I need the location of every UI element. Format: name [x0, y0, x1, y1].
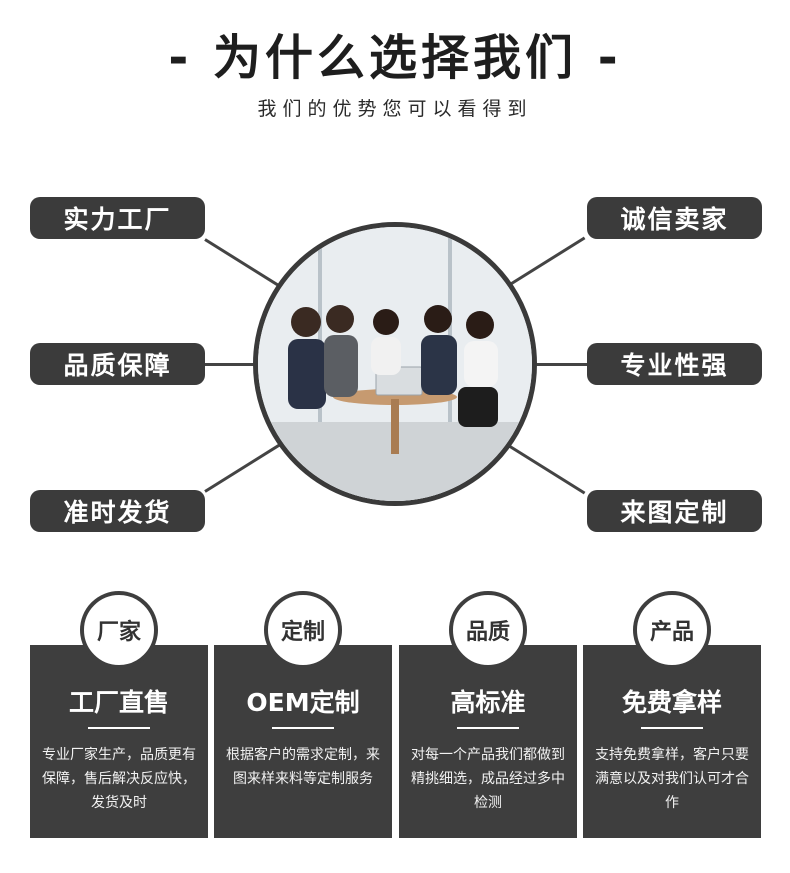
- card-heading: 免费拿样: [621, 688, 722, 717]
- page-title: - 为什么选择我们 -: [168, 30, 622, 86]
- card-divider: [88, 727, 150, 729]
- card-oem-custom: OEM定制 根据客户的需求定制，来图来样来料等定制服务: [214, 645, 392, 838]
- advantage-professional: 专业性强: [587, 343, 762, 385]
- card-high-standard: 高标准 对每一个产品我们都做到精挑细选，成品经过多中检测: [399, 645, 577, 838]
- card-divider: [641, 727, 703, 729]
- card-factory-direct: 工厂直售 专业厂家生产，品质更有保障，售后解决反应快，发货及时: [30, 645, 208, 838]
- badge-custom: 定制: [264, 591, 342, 669]
- connector-left-middle: [205, 363, 260, 366]
- advantage-custom-design: 来图定制: [587, 490, 762, 532]
- card-heading: OEM定制: [246, 688, 360, 717]
- team-meeting-photo: [253, 222, 537, 506]
- team-meeting-illustration: [258, 227, 532, 501]
- connector-right-top: [509, 236, 586, 286]
- card-free-samples: 免费拿样 支持免费拿样，客户只要满意以及对我们认可才合作: [583, 645, 761, 838]
- card-description: 对每一个产品我们都做到精挑细选，成品经过多中检测: [411, 747, 565, 811]
- card-heading: 高标准: [450, 688, 526, 717]
- page-subtitle: 我们的优势您可以看得到: [257, 98, 533, 120]
- connector-right-middle: [530, 363, 587, 366]
- card-description: 专业厂家生产，品质更有保障，售后解决反应快，发货及时: [42, 747, 196, 811]
- card-divider: [272, 727, 334, 729]
- connector-right-bottom: [509, 445, 586, 495]
- advantage-quality-assurance: 品质保障: [30, 343, 205, 385]
- card-description: 根据客户的需求定制，来图来样来料等定制服务: [226, 747, 380, 787]
- connector-left-top: [204, 238, 283, 289]
- badge-manufacturer: 厂家: [80, 591, 158, 669]
- advantage-honest-seller: 诚信卖家: [587, 197, 762, 239]
- advantage-on-time-delivery: 准时发货: [30, 490, 205, 532]
- connector-left-bottom: [204, 442, 283, 493]
- badge-quality: 品质: [449, 591, 527, 669]
- advantage-strong-factory: 实力工厂: [30, 197, 205, 239]
- card-heading: 工厂直售: [68, 688, 169, 717]
- card-divider: [457, 727, 519, 729]
- badge-product: 产品: [633, 591, 711, 669]
- card-description: 支持免费拿样，客户只要满意以及对我们认可才合作: [595, 747, 749, 811]
